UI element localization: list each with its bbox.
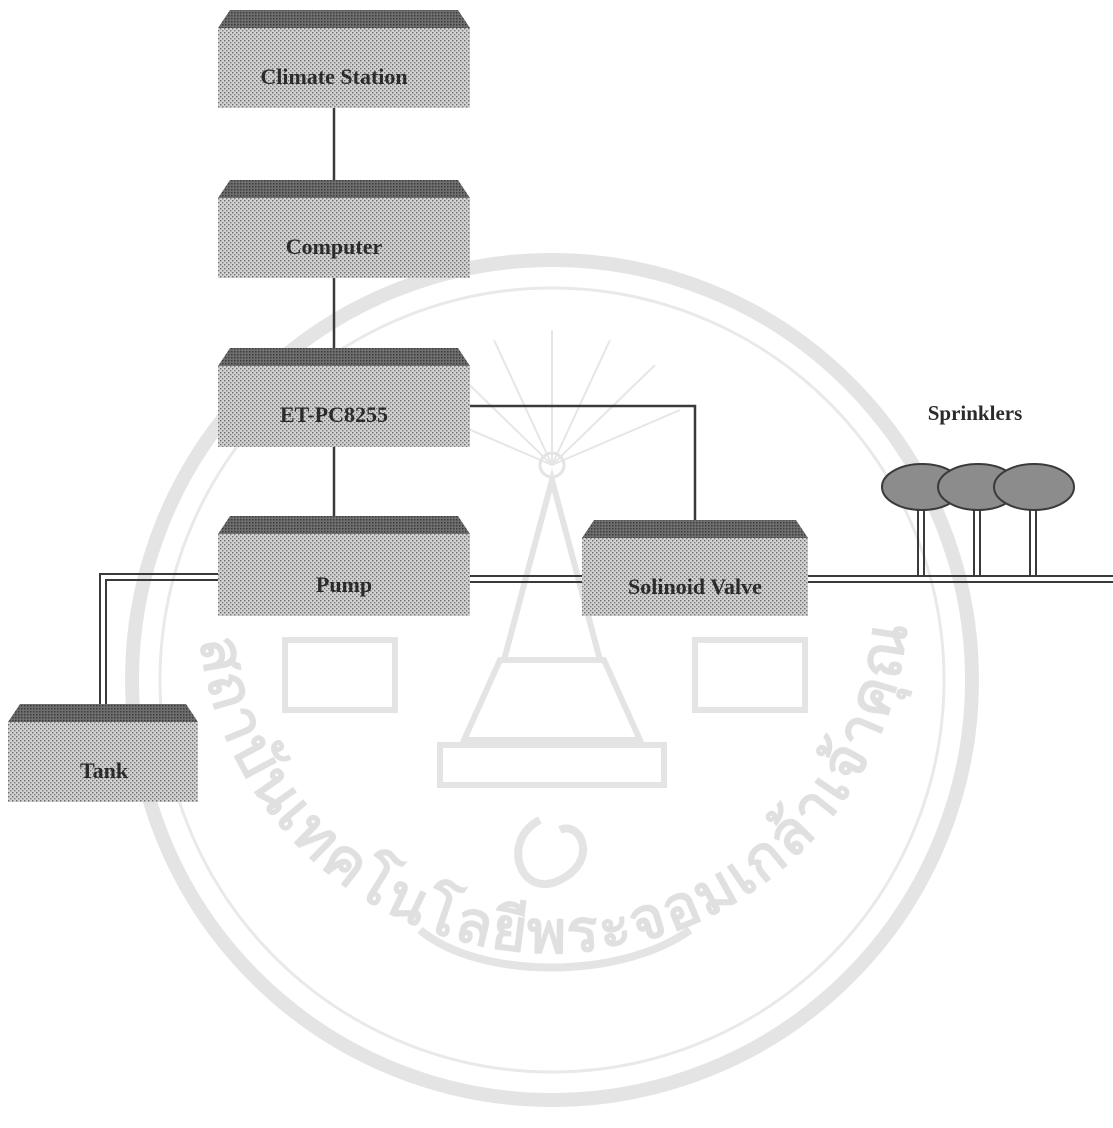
tank-box: Tank [8, 704, 198, 802]
seal-text: สถาบันเทคโนโลยีพระจอมเกล้าเจ้าคุณทหารลาด… [0, 0, 921, 968]
sprinklers: Sprinklers [881, 401, 1075, 576]
control-connections [332, 108, 711, 541]
pipe-network [99, 573, 1113, 725]
controller-label: ET-PC8255 [280, 402, 388, 427]
arrow-controller-to-valve [470, 404, 711, 535]
watermark-seal: สถาบันเทคโนโลยีพระจอมเกล้าเจ้าคุณทหารลาด… [0, 0, 979, 1107]
computer-label: Computer [286, 234, 383, 259]
controller-box: ET-PC8255 [218, 348, 470, 447]
solenoid-valve-label: Solinoid Valve [628, 574, 762, 599]
sprinkler-head-icon [993, 463, 1075, 511]
climate-station-label: Climate Station [260, 64, 407, 89]
tank-label: Tank [80, 758, 129, 783]
computer-box: Computer [218, 180, 470, 278]
pump-box: Pump [218, 516, 470, 616]
climate-station-box: Climate Station [218, 10, 470, 108]
sun-rays-icon [423, 330, 681, 466]
pump-label: Pump [316, 572, 372, 597]
solenoid-valve-box: Solinoid Valve [582, 520, 808, 616]
sprinklers-label: Sprinklers [928, 401, 1023, 425]
